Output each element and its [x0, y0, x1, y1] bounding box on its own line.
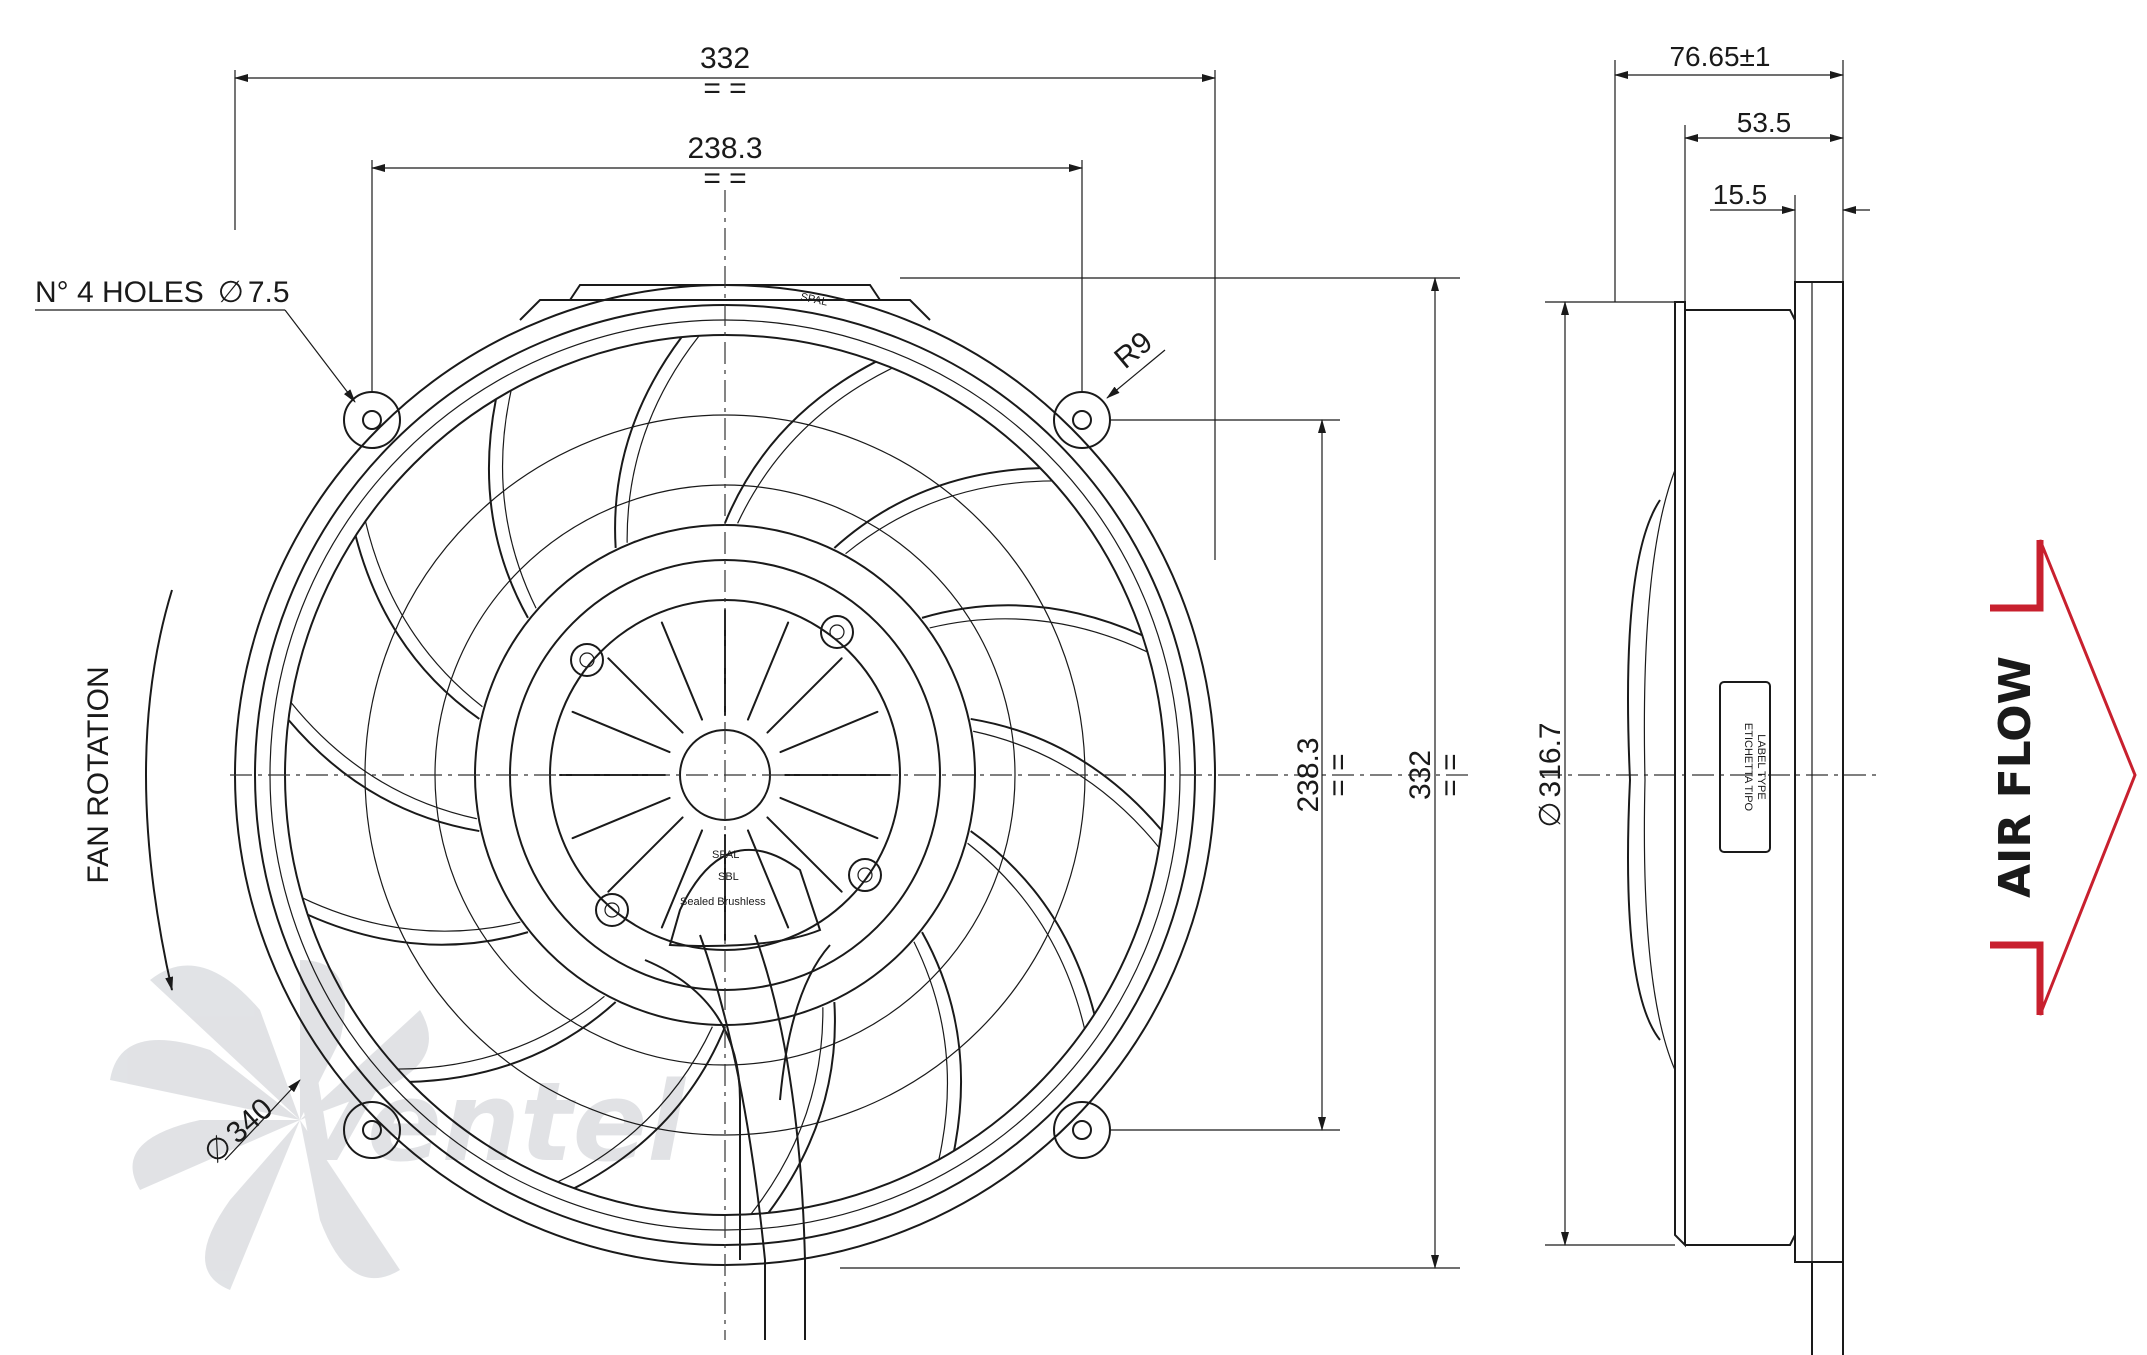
cooling-fin [746, 829, 790, 929]
mounting-hole [343, 391, 401, 449]
stator-vane [970, 830, 1096, 1015]
dim-equal-mark: = = [703, 162, 746, 195]
stator-vane [573, 1026, 726, 1190]
dim-depth-3-value: 15.5 [1713, 179, 1768, 210]
fan-rotation-label: FAN ROTATION [82, 666, 115, 883]
housing-brand: SPAL [799, 291, 828, 308]
stator-vane [724, 360, 877, 524]
dim-hole-spacing-h: 238.3 = = [371, 132, 1083, 195]
dim-equal-mark: = = [703, 72, 746, 105]
stator-vane-edge [397, 995, 605, 1070]
hub-label-plate [668, 848, 822, 947]
stator-vane [921, 931, 963, 1151]
cooling-fin [660, 829, 704, 929]
watermark: Ventel [110, 960, 686, 1290]
stator-vane-edge [557, 1026, 713, 1183]
cooling-fin [571, 796, 671, 840]
stator-vane-edge [913, 941, 949, 1160]
hub-screw [595, 893, 629, 927]
airflow-label: AIR FLOW [1990, 656, 2041, 898]
stator-vane [354, 535, 480, 720]
sealed-brushless-label: Sealed Brushless [680, 896, 766, 908]
mounting-hole [343, 1101, 401, 1159]
cooling-fin [779, 710, 879, 754]
dim-depth-3: 15.5 [1710, 179, 1870, 214]
dim-hole-spacing-v: 238.3 = = [1292, 419, 1355, 1131]
fan-side-profile: ETICHETTA TIPO LABEL TYPE [1627, 281, 1844, 1355]
dim-overall-height-value: 332 [1404, 750, 1437, 800]
extension-lines [234, 70, 1460, 1269]
dim-overall-height: 332 = = [1404, 277, 1467, 1269]
radius-label: R9 [1108, 325, 1159, 375]
stator-vane [487, 399, 529, 619]
watermark-text: Ventel [290, 1058, 686, 1186]
cooling-fin [607, 657, 684, 734]
cooling-fin [607, 816, 684, 893]
cooling-fin [766, 816, 843, 893]
holes-callout: N° 4 HOLES∅7.5 [35, 276, 356, 403]
stator-vane-edge [973, 730, 1160, 848]
cooling-fin [779, 796, 879, 840]
dim-total-depth: 76.65±1 [1614, 41, 1844, 79]
stator-vane [409, 1001, 617, 1083]
stator-vane-edge [626, 335, 700, 543]
airflow-arrow-accent [1990, 540, 2044, 612]
hub-brand: SPAL [712, 849, 739, 861]
stator-vanes [287, 335, 1163, 1215]
dim-overall-width-value: 332 [700, 42, 750, 75]
stator-vane [614, 336, 683, 549]
cooling-fin [746, 621, 790, 721]
dim-shroud-diameter-value: ∅316.7 [1534, 722, 1567, 827]
stator-vane-edge [302, 897, 521, 932]
dim-equal-mark: = = [1322, 753, 1355, 796]
hub-screws [570, 615, 882, 927]
stator-vane [970, 717, 1163, 831]
hub-screw [848, 858, 882, 892]
stator-vane-edge [967, 842, 1086, 1029]
stator-vane [767, 1001, 836, 1214]
dim-depth-2-value: 53.5 [1737, 107, 1792, 138]
stator-vane-edge [501, 390, 537, 609]
stator-vane-edge [929, 618, 1148, 653]
product-label-box [1719, 681, 1771, 853]
front-view: SPAL SBL Sealed Brushless SPAL [35, 42, 1880, 1340]
hub-sub-brand: SBL [718, 871, 739, 883]
label-box-line1: ETICHETTA TIPO [1742, 723, 1754, 812]
stator-vane [833, 467, 1041, 549]
dim-total-depth-value: 76.65±1 [1669, 41, 1770, 72]
dim-hole-spacing-v-value: 238.3 [1292, 737, 1325, 812]
dim-shroud-diameter: ∅316.7 [1534, 301, 1569, 1246]
rotation-arrow [145, 589, 174, 991]
stator-vane-edge [750, 1007, 824, 1215]
dim-depth-2: 53.5 [1684, 107, 1844, 142]
watermark-fan-icon [110, 960, 429, 1290]
cooling-fin [766, 657, 843, 734]
dim-overall-width: 332 = = [234, 42, 1216, 105]
airflow-arrow-accent [1990, 941, 2044, 1015]
stator-vane [287, 719, 480, 833]
side-extension-lines [1545, 60, 1844, 1246]
stator-vane-edge [737, 367, 893, 524]
stator-vane-edge [364, 521, 483, 708]
hub-screw [820, 615, 854, 649]
power-cable [644, 934, 831, 1340]
dim-hole-spacing-h-value: 238.3 [687, 132, 762, 165]
side-view: ETICHETTA TIPO LABEL TYPE 76.65±1 53.5 1… [1534, 41, 1870, 1355]
stator-vane-edge [290, 702, 477, 820]
fan-rotation-indicator: FAN ROTATION [82, 589, 174, 991]
stator-vane [307, 913, 529, 946]
holes-label: N° 4 HOLES∅7.5 [35, 276, 290, 309]
hub-screw [570, 643, 604, 677]
dim-equal-mark: = = [1434, 753, 1467, 796]
cooling-fin [660, 621, 704, 721]
stator-vane [921, 604, 1143, 637]
cooling-fin [571, 710, 671, 754]
airflow-indicator: AIR FLOW [1990, 539, 2137, 1016]
radius-callout: R9 [1106, 325, 1166, 399]
stator-vane-edge [845, 480, 1053, 555]
label-box-line2: LABEL TYPE [1755, 734, 1767, 799]
